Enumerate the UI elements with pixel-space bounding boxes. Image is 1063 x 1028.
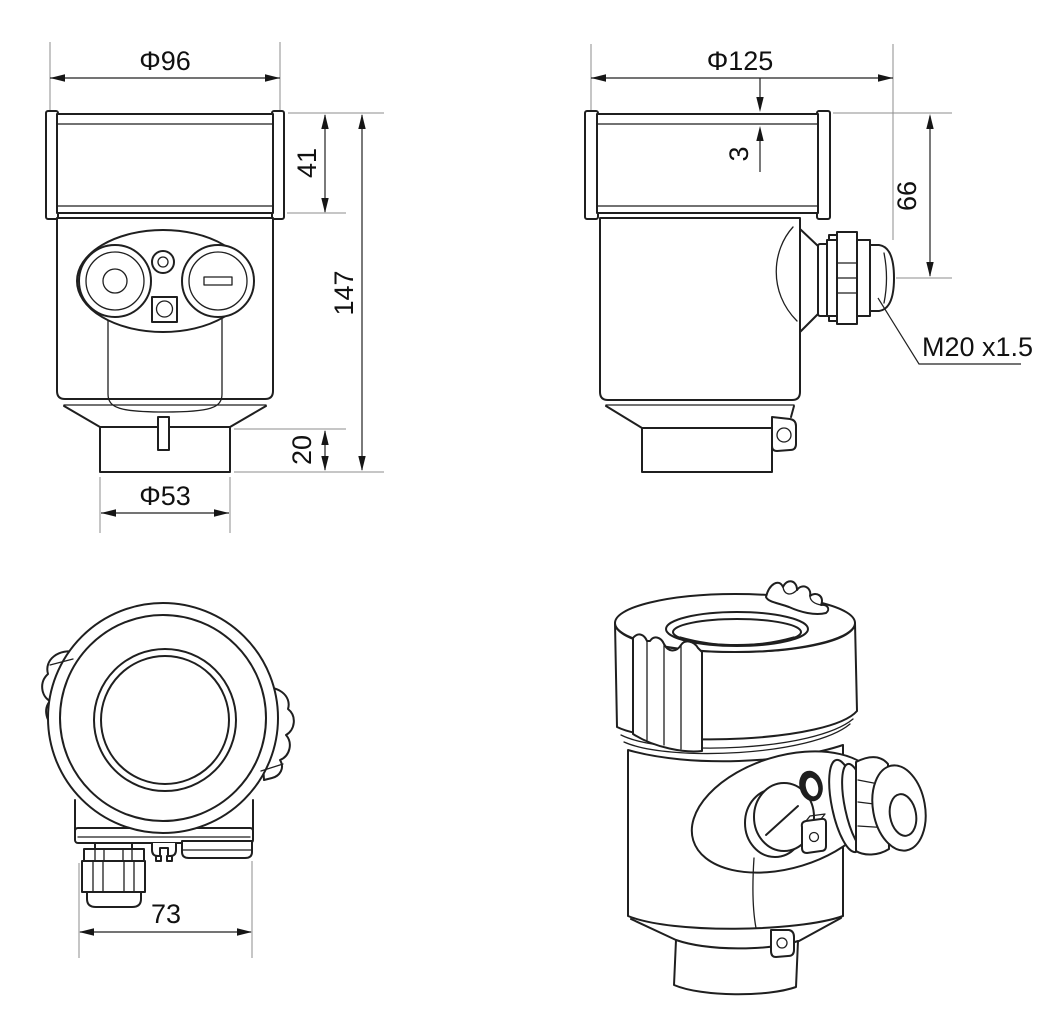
- mounting-lug: [771, 416, 797, 452]
- neck-lug-3d: [770, 929, 795, 958]
- dim-side-entry-height: 66: [833, 112, 952, 279]
- dim-label-front-neck-height: 20: [287, 435, 317, 465]
- dim-front-neck-height: 20: [234, 428, 346, 471]
- cap: [56, 113, 274, 214]
- dim-label-side-entry-height: 66: [892, 181, 922, 211]
- dim-label-top-body-width: 73: [151, 899, 181, 929]
- cable-gland-3d: [828, 756, 927, 856]
- thread-neck: [641, 427, 773, 473]
- conduit-boss-blend: [775, 226, 798, 322]
- dim-side-lip-thickness: 3: [724, 78, 764, 172]
- center-clip-tab: [151, 842, 177, 857]
- ground-tab-3d: [800, 817, 827, 854]
- housing-inner-panel: [107, 299, 223, 413]
- dim-label-front-top-width: Φ96: [139, 46, 191, 76]
- side-view: Φ125 3 66 M20 x1.5: [584, 44, 1033, 473]
- cap-opening-inner: [672, 618, 802, 646]
- dim-front-cap-height: 41: [287, 112, 384, 214]
- dim-label-front-cap-height: 41: [292, 148, 322, 178]
- dim-label-gland-thread: M20 x1.5: [922, 332, 1033, 362]
- indicator-window: [151, 250, 175, 274]
- dim-side-top-width: Φ125: [590, 44, 894, 240]
- dim-label-front-neck-width: Φ53: [139, 481, 191, 511]
- top-view: 73: [41, 602, 295, 958]
- front-view: Φ96 41 147 20: [45, 42, 384, 533]
- rim-grip-tab: [765, 580, 830, 616]
- button-right: [181, 244, 255, 318]
- dim-label-front-total-height: 147: [329, 270, 359, 315]
- boss-chin-line: [752, 857, 757, 929]
- dim-front-total-height: 147: [234, 114, 384, 473]
- button-left: [78, 244, 152, 318]
- perspective-view: [614, 580, 927, 996]
- cable-gland: [826, 231, 895, 325]
- display-plug-3d: [753, 782, 815, 852]
- cap: [596, 113, 819, 214]
- dim-label-side-lip-thickness: 3: [724, 146, 754, 161]
- keyway-tab: [157, 416, 170, 451]
- window-inner: [100, 655, 230, 785]
- housing-body: [599, 217, 801, 401]
- callout-gland-thread: M20 x1.5: [877, 297, 1033, 365]
- dim-front-neck-width: Φ53: [99, 477, 231, 533]
- dim-label-side-top-width: Φ125: [707, 46, 774, 76]
- side-gland-top: [81, 842, 146, 908]
- dim-top-body-width: 73: [78, 861, 253, 958]
- dim-front-top-width: Φ96: [49, 42, 281, 110]
- gland-dome: [869, 244, 895, 312]
- cap-ribs: [632, 633, 703, 753]
